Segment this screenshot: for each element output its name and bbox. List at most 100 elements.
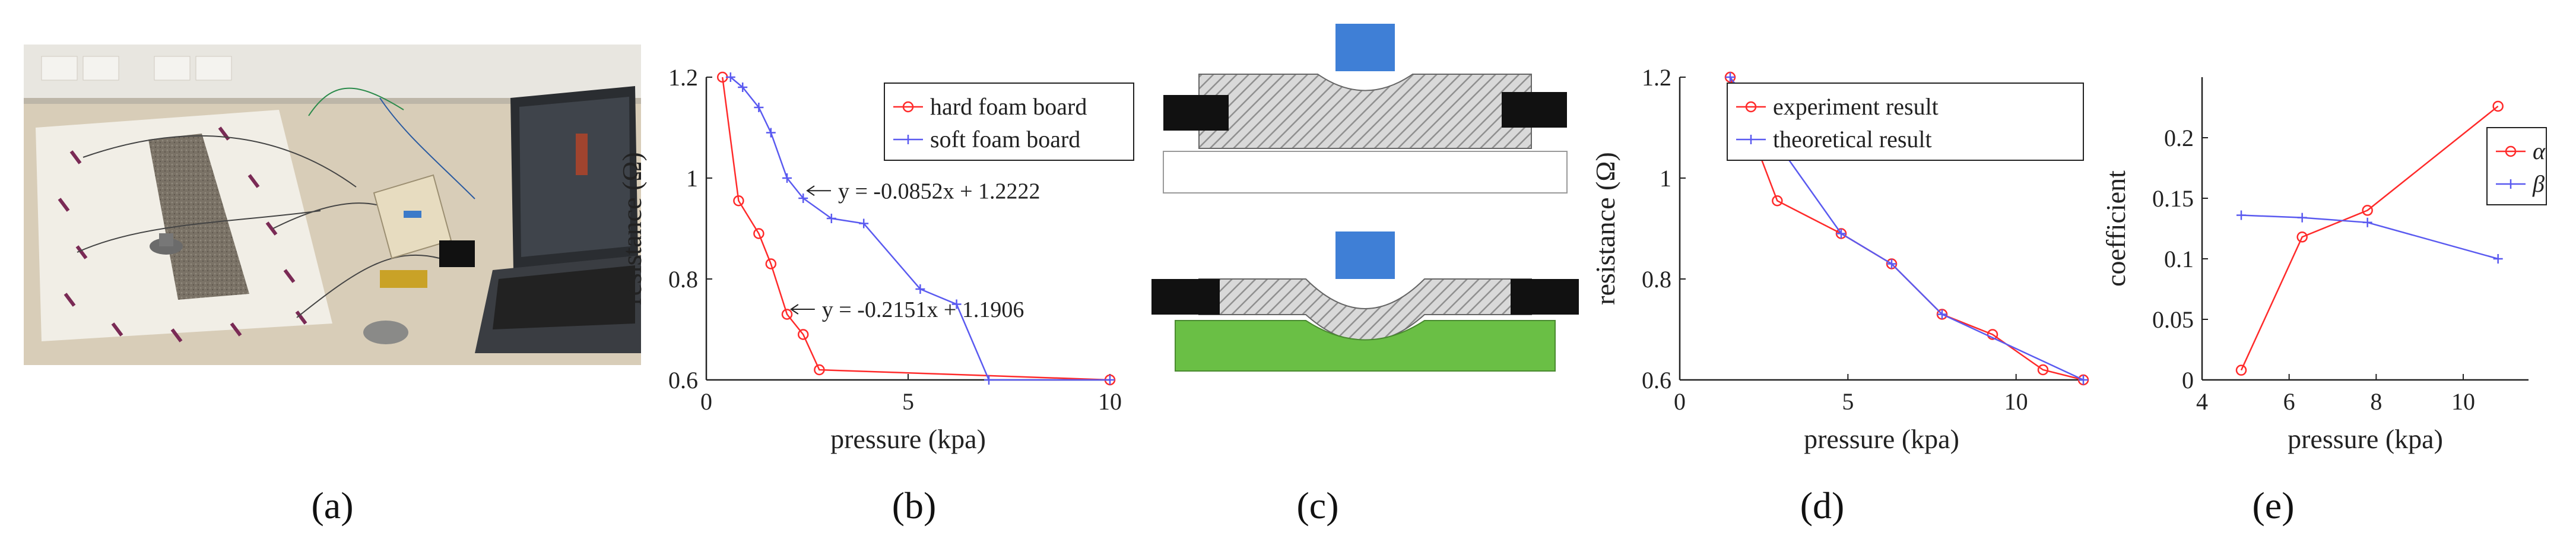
y-axis-label: resistance (Ω) <box>1590 152 1620 305</box>
data-point-plus <box>754 103 764 112</box>
indenter-top <box>1335 24 1395 71</box>
diagram-soft-base <box>1163 24 1568 194</box>
y-tick-label: 1 <box>1660 165 1671 192</box>
legend-swatch-circle <box>2505 145 2517 157</box>
data-point-circle <box>753 228 764 239</box>
data-point-circle <box>814 364 825 376</box>
x-tick-label: 5 <box>1842 388 1854 415</box>
data-point-plus <box>1105 375 1115 385</box>
wires <box>77 87 475 318</box>
legend-label: theoretical result <box>1773 126 1932 153</box>
data-point-plus <box>738 83 748 92</box>
x-tick-label: 10 <box>1098 388 1122 415</box>
data-point-circle <box>2235 364 2247 376</box>
series-line-0 <box>2240 105 2499 371</box>
x-tick-label: 6 <box>2283 388 2295 415</box>
annotation-text: y = -0.0852x + 1.2222 <box>838 179 1040 204</box>
soft-base <box>1163 151 1568 194</box>
legend-label: soft foam board <box>930 126 1080 153</box>
data-point-circle <box>797 329 809 340</box>
data-point-plus <box>1836 229 1846 239</box>
legend-swatch-circle <box>902 101 914 113</box>
data-point-plus <box>2079 375 2088 385</box>
sensor-clips <box>58 126 307 342</box>
x-tick-label: 8 <box>2370 388 2382 415</box>
series-line-1 <box>2241 214 2499 260</box>
data-point-plus <box>798 194 808 203</box>
annotation-arrowhead <box>806 185 815 196</box>
y-tick-label: 0 <box>2182 367 2194 394</box>
y-tick-label: 0.6 <box>668 367 698 394</box>
diagram-hard-base <box>1151 231 1579 372</box>
clamp-right-bottom <box>1511 279 1579 315</box>
y-tick-label: 1.2 <box>668 64 698 91</box>
x-tick-label: 0 <box>700 388 712 415</box>
series-line-1 <box>729 77 1110 381</box>
clamp-left-bottom <box>1151 279 1220 315</box>
indenter-bottom <box>1335 231 1395 279</box>
data-point-circle <box>781 309 793 320</box>
data-point-circle <box>2296 231 2308 243</box>
legend-label: α <box>2533 138 2546 164</box>
y-tick-label: 0.15 <box>2152 185 2194 212</box>
legend-box <box>884 83 1134 161</box>
data-point-plus <box>1887 259 1896 269</box>
series-line-0 <box>721 77 1111 381</box>
foam-board-icon <box>148 134 249 300</box>
x-axis-label: pressure (kpa) <box>2288 424 2443 454</box>
y-tick-label: 0.2 <box>2164 125 2194 151</box>
legend-label: hard foam board <box>930 93 1087 120</box>
data-point-circle <box>2037 364 2049 376</box>
laptop-icon <box>475 86 641 353</box>
foam-layer-top <box>1198 74 1532 149</box>
clamp-right-top <box>1502 92 1567 128</box>
legend-label: experiment result <box>1773 93 1939 120</box>
annotation-text: y = -0.2151x + 1.1906 <box>822 297 1024 322</box>
data-point-plus <box>766 128 776 138</box>
data-point-circle <box>1772 195 1783 207</box>
weight-icon <box>150 233 408 344</box>
x-axis-label: pressure (kpa) <box>1804 424 1959 454</box>
y-axis-label: resistance (Ω) <box>617 152 647 305</box>
data-point-plus <box>2297 213 2307 223</box>
data-point-plus <box>2362 217 2372 227</box>
experiment-photo <box>24 45 641 365</box>
y-tick-label: 1 <box>686 165 698 192</box>
power-adapter <box>439 240 475 267</box>
y-axis-label: coefficient <box>2101 170 2131 287</box>
panel-label-e: (e) <box>2252 484 2295 527</box>
data-point-circle <box>765 258 777 269</box>
y-tick-label: 0.6 <box>1642 367 1671 394</box>
data-point-circle <box>733 195 744 207</box>
legend-box <box>1727 83 2084 161</box>
indentation-diagram <box>1151 24 1579 372</box>
legend-box <box>2486 127 2547 205</box>
y-tick-label: 0.8 <box>668 266 698 293</box>
panel-label-a: (a) <box>311 484 354 527</box>
data-point-plus <box>859 218 869 229</box>
wall-sockets <box>41 56 232 81</box>
data-point-plus <box>2236 210 2246 220</box>
data-point-plus <box>1725 72 1735 82</box>
data-point-plus <box>1937 309 1947 319</box>
x-tick-label: 4 <box>2196 388 2208 415</box>
data-point-plus <box>725 72 735 82</box>
y-tick-label: 1.2 <box>1642 64 1671 91</box>
data-point-plus <box>2493 254 2503 264</box>
x-tick-label: 10 <box>2004 388 2028 415</box>
panel-label-d: (d) <box>1800 484 1845 527</box>
y-tick-label: 0.05 <box>2152 306 2194 333</box>
hard-base <box>1175 320 1556 372</box>
legend-swatch-circle <box>1745 101 1757 113</box>
data-point-plus <box>826 214 836 223</box>
data-point-plus <box>951 299 962 309</box>
y-tick-label: 0.1 <box>2164 246 2194 272</box>
panel-label-c: (c) <box>1296 484 1339 527</box>
breadboard-icon <box>373 174 452 288</box>
data-point-plus <box>984 375 994 385</box>
clamp-left-top <box>1163 95 1229 131</box>
y-tick-label: 0.8 <box>1642 266 1671 293</box>
panel-label-b: (b) <box>892 484 937 527</box>
